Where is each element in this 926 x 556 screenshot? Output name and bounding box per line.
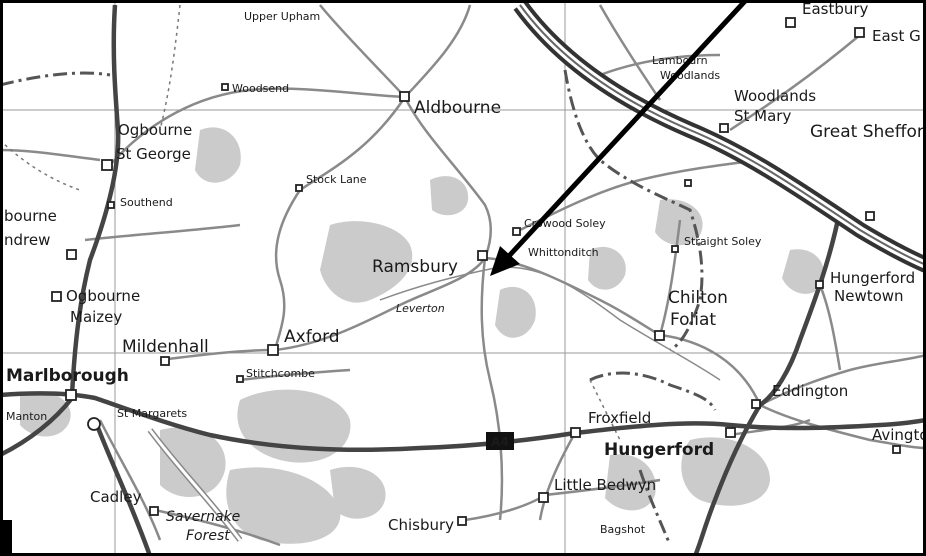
- label-hungerford: Hungerford: [604, 440, 714, 460]
- place-labels: Aldbourne Ramsbury Axford Mildenhall Mar…: [4, 0, 926, 544]
- road-number-a4: A4: [491, 435, 509, 449]
- place-markers: [51, 17, 901, 526]
- woodland-areas: [20, 127, 825, 544]
- label-hungerford-newtown-line1: Hungerford: [830, 269, 915, 287]
- label-lambourn-woodlands-line1: Lambourn: [652, 54, 708, 67]
- label-ogbourne-maizey-line2: Maizey: [70, 308, 122, 326]
- label-eastbury: Eastbury: [802, 0, 869, 18]
- label-avington: Avington: [872, 426, 926, 444]
- label-ogbourne-st-george-line1: Ogbourne: [118, 121, 192, 139]
- label-ogbourne-maizey-line1: Ogbourne: [66, 287, 140, 305]
- label-stock-lane: Stock Lane: [306, 173, 367, 186]
- label-woodlands-st-mary-line2: St Mary: [734, 107, 791, 125]
- label-little-bedwyn: Little Bedwyn: [554, 476, 656, 494]
- minor-roads: [0, 4, 926, 547]
- label-eddington: Eddington: [772, 382, 848, 400]
- label-marlborough: Marlborough: [6, 366, 129, 386]
- road-shield-a4: A4: [486, 432, 514, 450]
- disused-railway-inner: [148, 429, 242, 541]
- label-hungerford-newtown-line2: Newtown: [834, 287, 904, 305]
- label-ogbourne-st-andrew-line1: bourne: [4, 207, 57, 225]
- label-st-margarets: St Margarets: [117, 407, 187, 420]
- label-cadley: Cadley: [90, 488, 142, 506]
- arrow-head-icon: [490, 246, 520, 276]
- frame-corner-tab: [0, 520, 12, 556]
- label-whittonditch: Whittonditch: [528, 246, 599, 259]
- label-aldbourne: Aldbourne: [414, 98, 501, 118]
- label-chilton-foliat-line2: Foliat: [670, 310, 716, 330]
- label-ramsbury: Ramsbury: [372, 257, 458, 277]
- label-savernake-line1: Savernake: [166, 509, 240, 525]
- label-great-shefford: Great Shefford: [810, 122, 926, 142]
- river-kennet: [379, 266, 721, 381]
- label-chilton-foliat-line1: Chilton: [668, 288, 728, 308]
- label-bagshot: Bagshot: [600, 523, 646, 536]
- label-chisbury: Chisbury: [388, 516, 454, 534]
- label-savernake-line2: Forest: [186, 528, 230, 544]
- footpaths: [0, 4, 621, 441]
- label-southend: Southend: [120, 196, 173, 209]
- label-froxfield: Froxfield: [588, 409, 651, 427]
- boundary-lines: [0, 69, 717, 546]
- label-east-garston: East G: [872, 27, 921, 45]
- label-axford: Axford: [284, 327, 340, 347]
- motorway-m4: [513, 0, 926, 273]
- label-straight-soley: Straight Soley: [684, 235, 762, 248]
- label-woodsend: Woodsend: [232, 82, 289, 95]
- label-ogbourne-st-andrew-line2: ndrew: [4, 231, 50, 249]
- label-mildenhall: Mildenhall: [122, 337, 209, 357]
- label-leverton: Leverton: [396, 302, 445, 315]
- label-stitchcombe: Stitchcombe: [246, 367, 315, 380]
- label-upper-upham: Upper Upham: [244, 10, 320, 23]
- label-manton: Manton: [6, 410, 47, 423]
- label-woodlands-st-mary-line1: Woodlands: [734, 87, 816, 105]
- pointer-arrow: [490, 0, 748, 276]
- label-ogbourne-st-george-line2: St George: [116, 145, 191, 163]
